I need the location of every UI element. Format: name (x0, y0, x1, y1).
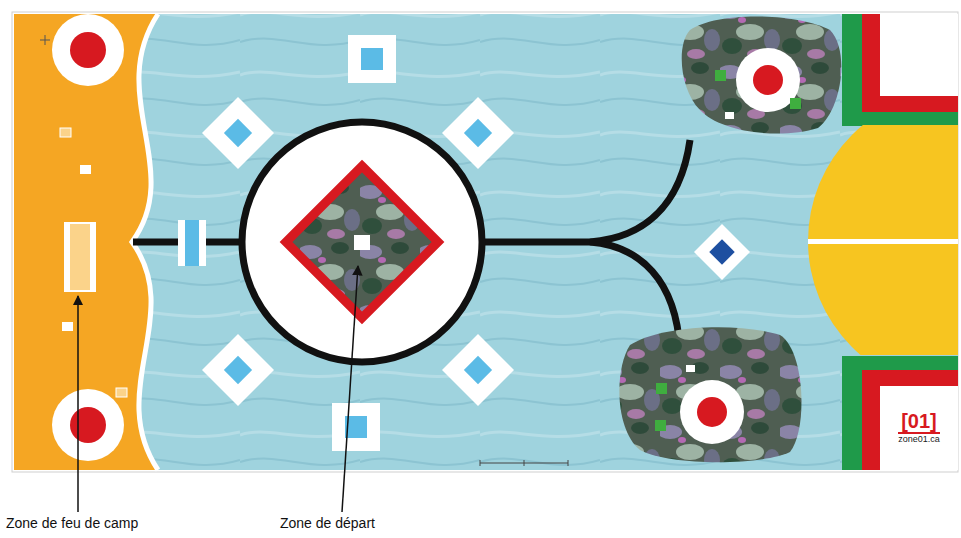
logo-mark: [01] (898, 411, 940, 434)
logo-box: [01]zone01.ca (894, 407, 944, 450)
callout-label: Zone de feu de camp (4, 515, 140, 531)
logo-url: zone01.ca (898, 434, 940, 446)
callout-label: Zone de départ (278, 515, 377, 531)
